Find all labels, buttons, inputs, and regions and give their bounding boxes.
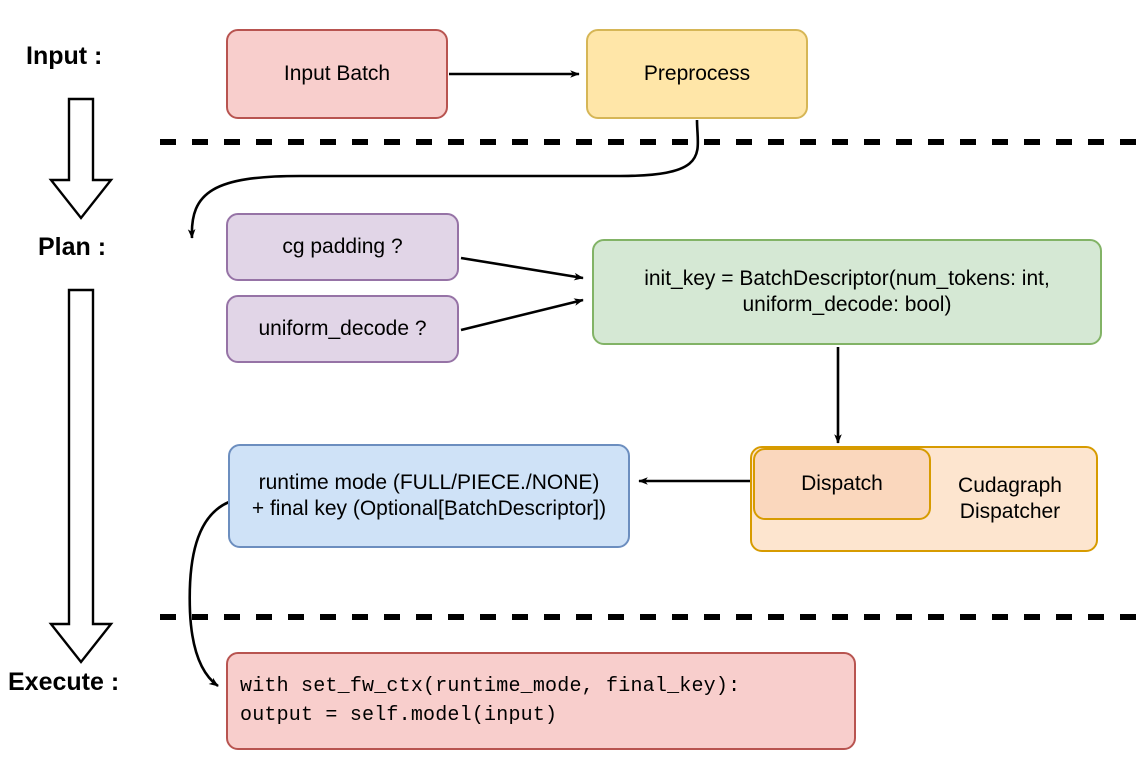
edge-runtime-mode-to-exec-code: [188, 500, 230, 688]
edge-uniform-decode-to-init-key: [460, 298, 584, 332]
dashed-divider-input-plan-hit: [158, 135, 1142, 149]
node-execute-code-block[interactable]: with set_fw_ctx(runtime_mode, final_key)…: [226, 652, 856, 750]
node-preprocess[interactable]: Preprocess: [586, 29, 808, 119]
big-down-arrow-plan-to-execute: [48, 288, 114, 664]
big-down-arrow-input-to-plan: [48, 97, 114, 220]
node-runtime-mode-and-final-key[interactable]: runtime mode (FULL/PIECE./NONE) + final …: [228, 444, 630, 548]
node-input-batch[interactable]: Input Batch: [226, 29, 448, 119]
edge-cg-padding-to-init-key: [460, 256, 584, 281]
stage-label-plan: Plan :: [38, 233, 107, 261]
node-dispatch[interactable]: Dispatch: [753, 448, 931, 520]
stage-label-execute: Execute :: [8, 668, 120, 696]
node-init-key-batch-descriptor[interactable]: init_key = BatchDescriptor(num_tokens: i…: [592, 239, 1102, 345]
dashed-divider-plan-execute-hit: [158, 610, 1142, 624]
node-cg-padding[interactable]: cg padding ?: [226, 213, 459, 281]
stage-label-input: Input :: [26, 42, 103, 70]
node-uniform-decode[interactable]: uniform_decode ?: [226, 295, 459, 363]
